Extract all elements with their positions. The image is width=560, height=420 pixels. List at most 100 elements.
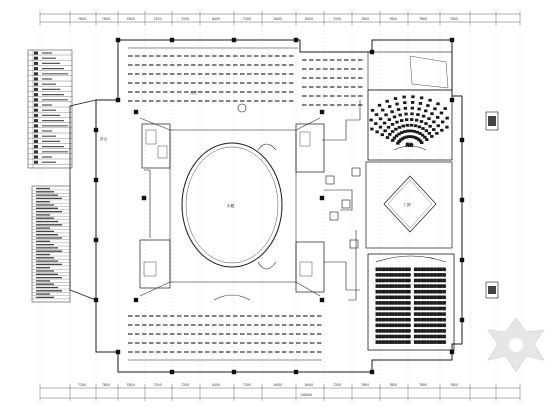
seat bbox=[433, 273, 437, 277]
column bbox=[133, 109, 139, 115]
seat bbox=[375, 306, 379, 311]
mechanical-pipes bbox=[144, 100, 361, 301]
seat bbox=[378, 284, 382, 288]
seat bbox=[413, 284, 418, 288]
seat bbox=[407, 323, 411, 328]
seat bbox=[426, 273, 430, 277]
seat bbox=[417, 334, 421, 339]
seat bbox=[392, 115, 397, 119]
seat bbox=[430, 112, 434, 116]
seat bbox=[397, 329, 402, 333]
seat bbox=[409, 129, 413, 133]
watermark-logo bbox=[486, 317, 546, 373]
seat bbox=[413, 301, 418, 305]
seat bbox=[420, 340, 424, 344]
seat bbox=[400, 131, 404, 134]
seat bbox=[407, 329, 411, 333]
seat bbox=[423, 340, 427, 344]
seat bbox=[388, 132, 392, 136]
legend-swatch bbox=[34, 124, 38, 128]
seat bbox=[440, 128, 444, 132]
seat bbox=[423, 329, 427, 333]
seat bbox=[394, 306, 398, 311]
seat bbox=[403, 101, 407, 105]
seat bbox=[378, 125, 383, 129]
structural-columns bbox=[93, 37, 465, 375]
seat bbox=[423, 323, 427, 328]
column bbox=[459, 317, 465, 323]
top-dimension-value: 7800 bbox=[102, 17, 110, 21]
seat bbox=[391, 284, 395, 288]
seat bbox=[378, 295, 382, 300]
seat bbox=[433, 334, 437, 339]
seat bbox=[375, 312, 379, 316]
seat bbox=[404, 329, 408, 333]
seat bbox=[436, 124, 440, 128]
seat bbox=[391, 278, 395, 283]
seat bbox=[391, 289, 395, 294]
seat bbox=[407, 306, 411, 311]
seat bbox=[426, 334, 430, 339]
seat bbox=[423, 273, 427, 277]
seat bbox=[385, 312, 389, 316]
seat bbox=[439, 289, 443, 294]
seat bbox=[375, 340, 379, 344]
seat bbox=[401, 317, 405, 322]
seat bbox=[424, 129, 429, 133]
seat bbox=[378, 340, 382, 344]
seat bbox=[378, 273, 382, 277]
seat bbox=[377, 103, 382, 107]
seat bbox=[386, 125, 391, 129]
seat bbox=[381, 312, 386, 316]
seat bbox=[388, 312, 392, 316]
seat bbox=[394, 134, 399, 138]
seat bbox=[401, 301, 405, 305]
top-dimension-value: 7800 bbox=[127, 17, 135, 21]
seat bbox=[397, 267, 402, 272]
seat bbox=[401, 323, 405, 328]
seat bbox=[428, 98, 432, 102]
seating-area-upper bbox=[128, 55, 363, 106]
seat bbox=[426, 289, 430, 294]
seat bbox=[427, 131, 432, 135]
seat bbox=[381, 108, 385, 112]
seat bbox=[435, 116, 440, 119]
seat bbox=[442, 317, 446, 322]
seat bbox=[388, 317, 392, 322]
seat bbox=[425, 138, 429, 141]
seat bbox=[394, 295, 398, 300]
seat bbox=[397, 289, 402, 294]
seat bbox=[428, 124, 432, 128]
seat bbox=[430, 135, 434, 138]
seat bbox=[404, 112, 408, 116]
seat bbox=[397, 334, 402, 339]
seat bbox=[436, 295, 440, 300]
seat bbox=[388, 289, 392, 294]
seat bbox=[439, 329, 443, 333]
legend-swatch bbox=[34, 150, 38, 154]
seat bbox=[394, 340, 398, 344]
seat bbox=[436, 329, 440, 333]
column bbox=[115, 97, 121, 103]
seat bbox=[391, 267, 395, 272]
seat bbox=[429, 329, 434, 333]
seat bbox=[391, 340, 395, 344]
column bbox=[459, 257, 465, 263]
right-room-label: 门厅 bbox=[404, 202, 412, 207]
seat bbox=[388, 278, 392, 283]
column bbox=[93, 237, 99, 243]
seat bbox=[417, 125, 422, 129]
seat bbox=[381, 273, 386, 277]
seat bbox=[400, 119, 404, 122]
seat bbox=[433, 306, 437, 311]
seat bbox=[439, 284, 443, 288]
seat bbox=[388, 284, 392, 288]
seat bbox=[413, 312, 418, 316]
seat bbox=[442, 334, 446, 339]
seat bbox=[401, 284, 405, 288]
seat bbox=[418, 102, 423, 105]
seat bbox=[429, 312, 434, 316]
legend-swatch bbox=[34, 129, 38, 133]
seat bbox=[407, 267, 411, 272]
